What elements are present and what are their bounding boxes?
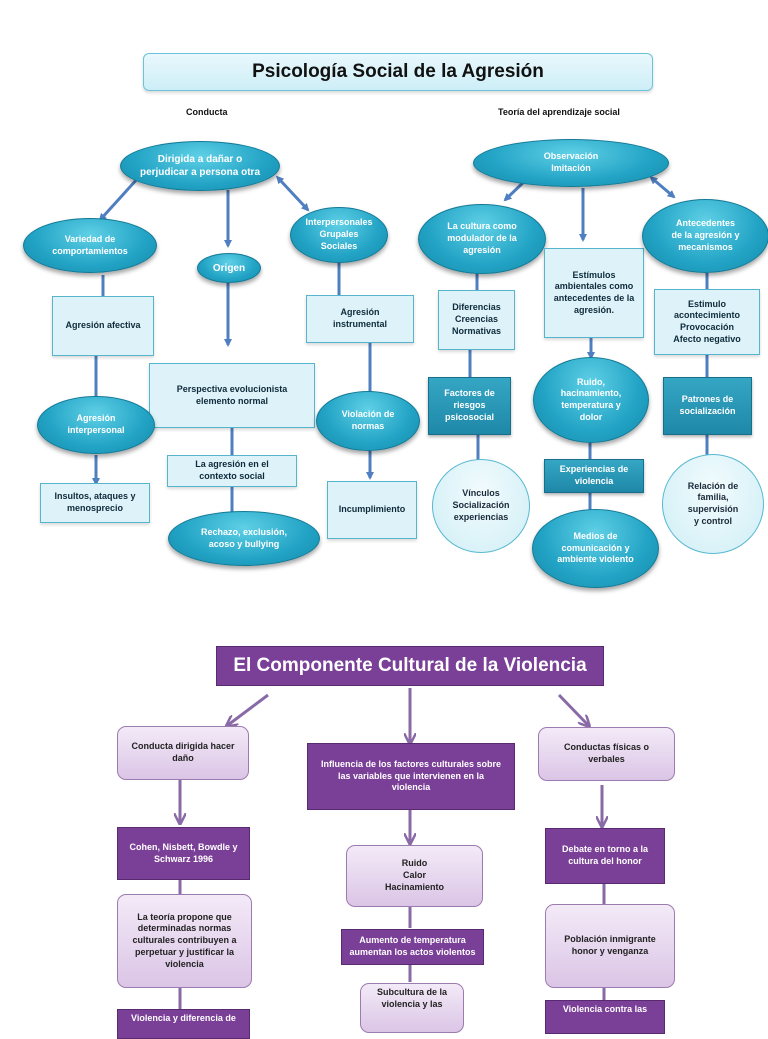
node-insultos: Insultos, ataques y menosprecio [40,483,150,523]
node-relacion-familia: Relación de familia, supervisión y contr… [662,454,764,554]
node-vinculos-socializacion: Vínculos Socialización experiencias [432,459,530,553]
node-violencia-contra: Violencia contra las [545,1000,665,1034]
node-agresion-interpersonal: Agresión interpersonal [37,396,155,454]
connector-line [228,693,269,725]
node-perspectiva-evolucionista: Perspectiva evolucionista elemento norma… [149,363,315,428]
connector-line [649,176,676,199]
node-cohen-nisbett: Cohen, Nisbett, Bowdle y Schwarz 1996 [117,827,250,880]
node-agresion-instrumental: Agresión instrumental [306,295,414,343]
node-violencia-diferencia: Violencia y diferencia de [117,1009,250,1039]
map2-title: El Componente Cultural de la Violencia [216,646,604,686]
node-factores-riesgos: Factores de riesgos psicosocial [428,377,511,435]
node-conductas-fisicas: Conductas físicas o verbales [538,727,675,781]
node-aumento-temperatura: Aumento de temperatura aumentan los acto… [341,929,484,965]
connector-line [557,693,588,725]
node-patrones-socializacion: Patrones de socialización [663,377,752,435]
node-cultura-modulador: La cultura como modulador de la agresión [418,204,546,274]
node-antecedentes-agresion: Antecedentes de la agresión y mecanismos [642,199,768,273]
node-conducta-dirigida: Conducta dirigida hacer daño [117,726,249,780]
connector-line [275,175,310,212]
node-poblacion-inmigrante: Población inmigrante honor y venganza [545,904,675,988]
node-estimulos-ambientales: Estímulos ambientales como antecedentes … [544,248,644,338]
node-subcultura-violencia: Subcultura de la violencia y las [360,983,464,1033]
node-variedad-comportamientos: Variedad de comportamientos [23,218,157,273]
node-dirigida-danar: Dirigida a dañar o perjudicar a persona … [120,141,280,191]
node-agresion-afectiva: Agresión afectiva [52,296,154,356]
node-observacion-imitacion: Observación Imitación [473,139,669,187]
node-influencia-factores: Influencia de los factores culturales so… [307,743,515,810]
node-agresion-contexto-social: La agresión en el contexto social [167,455,297,487]
label-teoria-aprendizaje: Teoría del aprendizaje social [498,107,620,117]
label-conducta: Conducta [186,107,228,117]
node-experiencias-violencia: Experiencias de violencia [544,459,644,493]
node-teoria-normas: La teoría propone que determinadas norma… [117,894,252,988]
map1-title: Psicología Social de la Agresión [143,53,653,91]
node-ruido-calor: Ruido Calor Hacinamiento [346,845,483,907]
node-diferencias-creencias: Diferencias Creencias Normativas [438,290,515,350]
node-medios-comunicacion: Medios de comunicación y ambiente violen… [532,509,659,588]
node-estimulo-acontecimiento: Estimulo acontecimiento Provocación Afec… [654,289,760,355]
node-ruido-hacinamiento: Ruido, hacinamiento, temperatura y dolor [533,357,649,443]
node-origen: Origen [197,253,261,283]
node-debate-honor: Debate en torno a la cultura del honor [545,828,665,884]
node-violacion-normas: Violación de normas [316,391,420,451]
node-incumplimiento: Incumplimiento [327,481,417,539]
node-interpersonales: Interpersonales Grupales Sociales [290,207,388,263]
node-rechazo-exclusion: Rechazo, exclusión, acoso y bullying [168,511,320,566]
